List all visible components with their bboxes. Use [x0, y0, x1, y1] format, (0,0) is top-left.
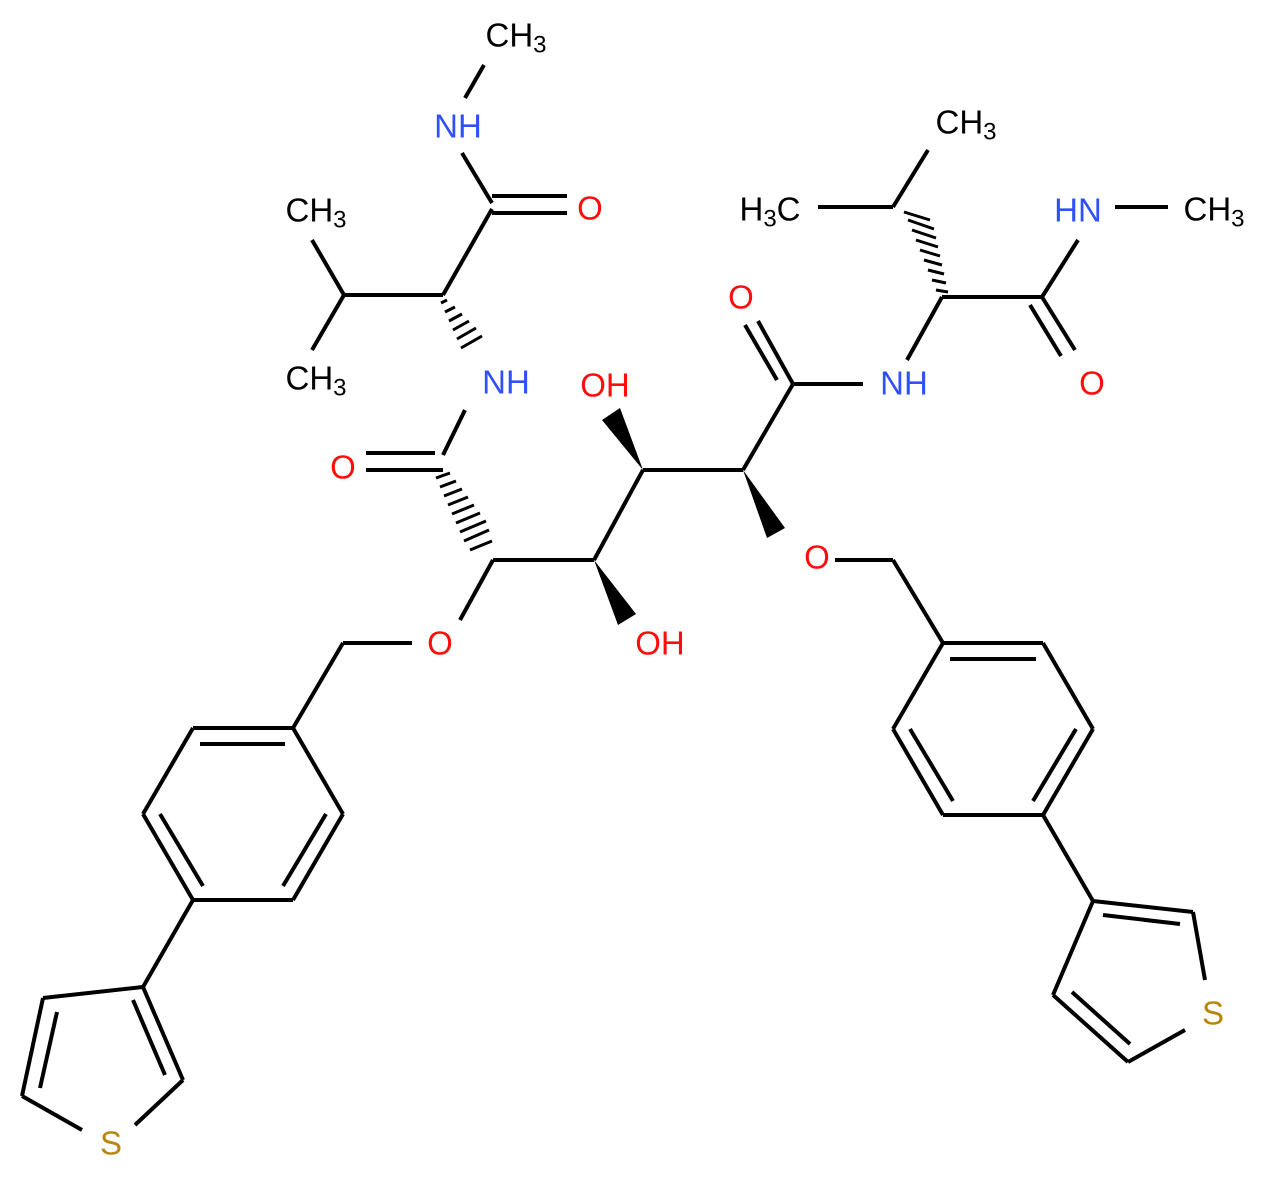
thiophene-ring-right	[1051, 899, 1207, 1064]
methyl-label: CH3	[935, 103, 997, 146]
oxygen-label: O	[1079, 364, 1105, 402]
sulfur-label: S	[99, 1124, 123, 1162]
methyl-label: CH3	[1183, 190, 1245, 233]
benzene-ring-left	[141, 726, 345, 902]
thiophene-ring-left	[20, 985, 185, 1132]
sulfur-label: S	[1201, 994, 1225, 1032]
methyl-label: CH3	[285, 359, 347, 402]
nh-label: NH	[482, 363, 530, 401]
ether-oxygen-label: O	[427, 624, 453, 662]
oxygen-label: O	[330, 448, 356, 486]
methyl-label: CH3	[285, 191, 347, 234]
ether-oxygen-label: O	[804, 538, 830, 576]
oxygen-label: O	[728, 278, 754, 316]
benzene-ring-right	[891, 641, 1095, 817]
nh-label: HN	[1054, 191, 1102, 229]
oxygen-label: O	[577, 189, 603, 227]
hydroxyl-label: OH	[635, 624, 685, 662]
hash-wedge	[440, 298, 483, 350]
nh-label: NH	[434, 107, 482, 145]
nh-label: NH	[880, 364, 928, 402]
methyl-label: H3C	[739, 190, 801, 233]
methyl-label: CH3	[485, 16, 547, 59]
hydroxyl-label: OH	[580, 366, 630, 404]
